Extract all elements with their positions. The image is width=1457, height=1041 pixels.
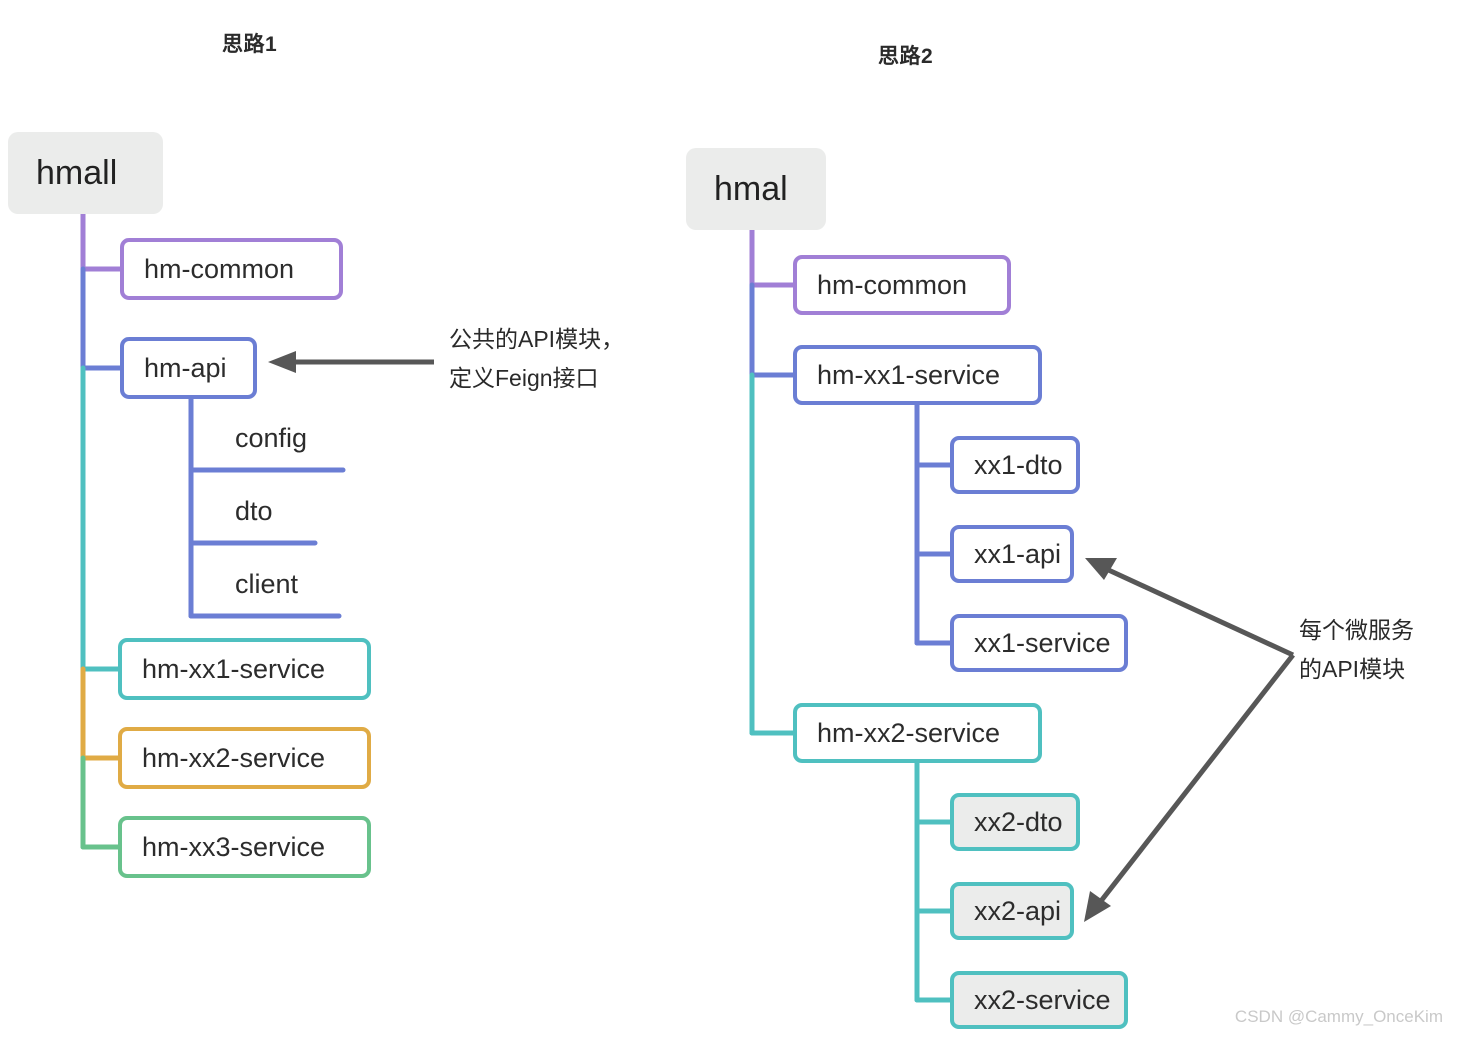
node-xx1-service[interactable]: xx1-service <box>950 614 1128 672</box>
node-label: hm-xx1-service <box>817 359 1001 390</box>
node-label: xx2-api <box>974 895 1062 926</box>
node-label: xx2-dto <box>974 806 1063 837</box>
node-hm-common[interactable]: hm-common <box>120 238 343 300</box>
node-hmal[interactable]: hmal <box>686 148 826 230</box>
node-label: hmall <box>36 154 118 192</box>
node-label: xx1-api <box>974 538 1062 569</box>
node-label: hm-api <box>144 352 227 383</box>
node-hm-xx3-service[interactable]: hm-xx3-service <box>118 816 371 878</box>
node-label: hm-xx2-service <box>142 742 326 773</box>
node-label: hm-xx2-service <box>817 717 1001 748</box>
diagram2-title: 思路2 <box>878 45 934 68</box>
node-xx2-dto[interactable]: xx2-dto <box>950 793 1080 851</box>
diagram1-title: 思路1 <box>222 33 278 56</box>
node-label: xx1-dto <box>974 449 1063 480</box>
node-label: hm-xx1-service <box>142 653 326 684</box>
node-config[interactable]: config <box>235 423 308 453</box>
node-hm-xx1-service-2[interactable]: hm-xx1-service <box>793 345 1042 405</box>
node-xx2-service[interactable]: xx2-service <box>950 971 1128 1029</box>
annotation-arrow-right <box>1084 558 1295 922</box>
node-hm-api[interactable]: hm-api <box>120 337 257 399</box>
node-hm-xx2-service[interactable]: hm-xx2-service <box>118 727 371 789</box>
node-hmall[interactable]: hmall <box>8 132 163 214</box>
annotation-left-text: 公共的API模块， 定义Feign接口 <box>449 326 625 391</box>
node-label: hm-common <box>817 269 968 300</box>
annotation-arrow-left <box>268 351 434 373</box>
node-xx1-dto[interactable]: xx1-dto <box>950 436 1080 494</box>
node-client[interactable]: client <box>235 569 299 599</box>
node-label: hm-xx3-service <box>142 831 326 862</box>
node-dto[interactable]: dto <box>235 496 273 526</box>
node-hm-xx2-service-2[interactable]: hm-xx2-service <box>793 703 1042 763</box>
node-hm-common-2[interactable]: hm-common <box>793 255 1011 315</box>
node-hm-xx1-service[interactable]: hm-xx1-service <box>118 638 371 700</box>
node-label: hm-common <box>144 253 295 284</box>
watermark: CSDN @Cammy_OnceKim <box>1234 1007 1443 1026</box>
annotation-right-text: 每个微服务 的API模块 <box>1299 617 1414 682</box>
node-label: xx2-service <box>974 984 1111 1015</box>
node-label: hmal <box>714 170 788 208</box>
node-xx2-api[interactable]: xx2-api <box>950 882 1074 940</box>
node-xx1-api[interactable]: xx1-api <box>950 525 1074 583</box>
node-label: xx1-service <box>974 627 1111 658</box>
